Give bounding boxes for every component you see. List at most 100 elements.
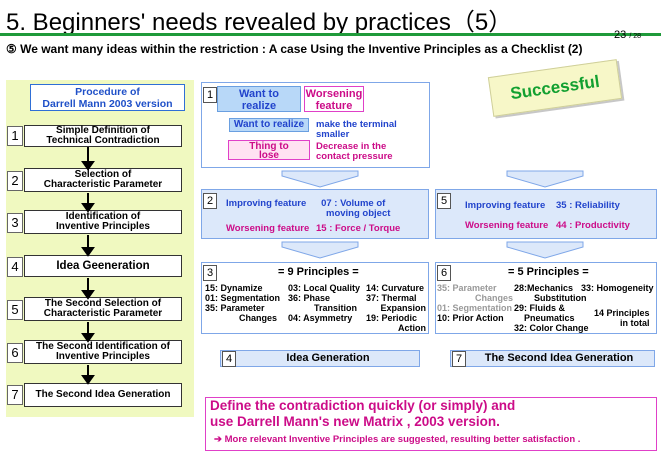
box2-worsening-label: Worsening feature [226, 223, 310, 234]
step-2-line2: Characteristic Parameter [43, 179, 163, 190]
principle-item-cont: Substitution [534, 293, 587, 303]
step-2-line1: Selection of [74, 169, 132, 180]
second-idea-generation-label: The Second Idea Generation [484, 352, 634, 364]
conclusion-line2: use Darrell Mann's new Matrix , 2003 ver… [210, 414, 500, 429]
box-number-7: 7 [452, 351, 466, 367]
box5-worsening-value: 44 : Productivity [556, 220, 630, 231]
step-5-line2: Characteristic Parameter [43, 308, 163, 319]
box5-improving-value: 35 : Reliability [556, 200, 620, 211]
total-line1: 14 Principles [594, 308, 650, 318]
principle-item-cont: Pneumatics [524, 313, 575, 323]
step-5-line1: The Second Selection of [44, 298, 162, 309]
box-number-5: 5 [437, 193, 451, 209]
principles-box [201, 262, 429, 334]
box-number-1: 1 [203, 87, 217, 103]
box3-header: = 9 Principles = [278, 266, 359, 278]
characteristic-parameter-box [201, 189, 429, 239]
step-1-line2: Technical Contradiction [46, 135, 160, 146]
principle-item: 29: Fluids & [514, 303, 566, 313]
step-number-5: 5 [7, 300, 23, 320]
second-idea-generation-box [450, 350, 655, 367]
principle-item: 10: Prior Action [437, 313, 504, 323]
arrow-down-icon [81, 161, 95, 171]
principle-item-cont: Transition [314, 303, 358, 313]
worsen-header-line1: Worsening [305, 88, 363, 100]
box-number-3: 3 [203, 265, 217, 281]
box6-header: = 5 Principles = [508, 266, 589, 278]
principle-item: 03: Local Quality [288, 283, 361, 293]
principle-item: 35: Parameter [205, 303, 265, 313]
step-number-1: 1 [7, 126, 23, 146]
page-current: 23 [614, 29, 627, 41]
slide-subtitle: ⑤ We want many ideas within the restrict… [6, 42, 583, 56]
step-3-line2: Inventive Principles [56, 221, 150, 232]
principle-item: 28:Mechanics [514, 283, 574, 293]
step-7: The Second Idea Generation [24, 383, 182, 407]
principle-item: 14: Curvature [366, 283, 425, 293]
principle-item-cont: Action [398, 323, 426, 333]
flow-arrow-icon [281, 170, 359, 188]
arrow-down-icon [81, 333, 95, 343]
successful-badge: Successful [487, 59, 623, 117]
conclusion-box [205, 397, 657, 451]
principle-item: 32: Color Change [514, 323, 589, 333]
arrow-down-icon [81, 290, 95, 300]
procedure-title-line1: Procedure of [75, 86, 140, 98]
title-underline [0, 33, 661, 36]
principle-item: 37: Thermal [366, 293, 417, 303]
want-header-line1: Want to [239, 88, 279, 100]
worsen-header-line2: feature [315, 100, 353, 112]
step-number-7: 7 [7, 385, 23, 405]
arrow-down-icon [81, 375, 95, 385]
page-number: 23 / 28 [614, 29, 641, 41]
lose-text-line2: contact pressure [316, 151, 393, 162]
flow-arrow-icon [506, 241, 584, 259]
want-text-line1: make the terminal [316, 119, 397, 130]
box3-col1: 15: Dynamize 01: Segmentation 35: Parame… [205, 283, 280, 323]
procedure-title: Procedure of Darrell Mann 2003 version [30, 84, 185, 111]
step-4: Idea Geeneration [24, 255, 182, 277]
arrow-down-icon [81, 203, 95, 213]
conclusion-text: Define the contradiction quickly (or sim… [210, 398, 515, 430]
step-3-line1: Identification of [65, 211, 141, 222]
lose-text-line1: Decrease in the [316, 141, 387, 152]
step-number-4: 4 [7, 257, 23, 277]
page-title: 5. Beginners' needs revealed by practice… [6, 9, 513, 36]
total-line2: in total [620, 318, 650, 328]
box2-worsening-value: 15 : Force / Torque [316, 223, 401, 234]
principle-item-cont: Changes [239, 313, 278, 323]
procedure-title-line2: Darrell Mann 2003 version [42, 98, 173, 110]
step-6-line2: Inventive Principles [56, 351, 150, 362]
box5-improving-label: Improving feature [465, 200, 546, 211]
flow-arrow-icon [281, 241, 359, 259]
box5-worsening-label: Worsening feature [465, 220, 549, 231]
flow-arrow-icon [506, 170, 584, 188]
box6-col3: 33: Homogeneity [581, 283, 654, 293]
box3-col2: 03: Local Quality 36: Phase Transition 0… [288, 283, 360, 323]
conclusion-note: ➔ More relevant Inventive Principles are… [214, 434, 581, 445]
box2-improving-label: Improving feature [226, 198, 307, 209]
arrow-down-icon [81, 247, 95, 257]
idea-generation-label: Idea Generation [286, 352, 370, 364]
second-parameter-box [435, 189, 657, 239]
want-text-line2: smaller [316, 129, 350, 140]
want-to-realize-label: Want to realize [229, 118, 309, 132]
box-number-2: 2 [203, 193, 217, 209]
idea-generation-box [220, 350, 420, 367]
box6-col1: 35: Parameter Changes 01: Segmentation 1… [437, 283, 513, 323]
procedure-arrows [81, 147, 95, 385]
principle-item: 04: Asymmetry [288, 313, 353, 323]
conclusion-line1: Define the contradiction quickly (or sim… [210, 398, 516, 413]
lose-label-line2: lose [258, 150, 279, 161]
step-number-3: 3 [7, 213, 23, 233]
box2-improving-line1: 07 : Volume of [321, 198, 386, 209]
